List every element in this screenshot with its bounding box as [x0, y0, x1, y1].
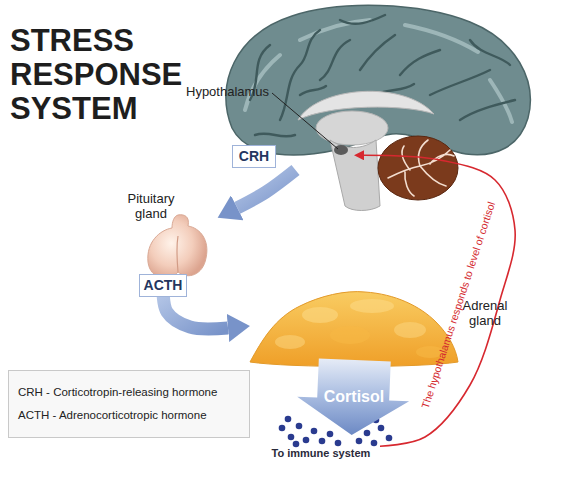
adrenal-texture: [275, 335, 305, 349]
cortisol-dot: [364, 430, 371, 437]
cortisol-dot: [371, 440, 378, 447]
diagram-title: STRESS RESPONSE SYSTEM: [10, 24, 190, 126]
hormone-arrow: [237, 170, 295, 208]
feedback-line: [364, 155, 515, 446]
pituitary-fold: [177, 236, 178, 272]
cortisol-dot: [386, 435, 393, 442]
cortisol-dot: [335, 440, 342, 447]
adrenal-texture: [302, 307, 338, 323]
hormone-label: CRH: [232, 145, 276, 168]
pituitary-shape: [148, 215, 207, 278]
cortisol-dot: [311, 428, 318, 435]
cortisol-dot: [327, 431, 334, 438]
cortisol-dot: [293, 441, 300, 448]
node-label: Pituitary gland: [120, 191, 182, 221]
cortisol-dot: [288, 434, 295, 441]
pituitary-illustration: [148, 215, 207, 278]
cortisol-dot: [296, 423, 303, 430]
leader-line: [272, 93, 338, 149]
cortisol-dot: [303, 437, 310, 444]
cortisol-dot: [356, 438, 363, 445]
cortisol-dot: [279, 425, 286, 432]
node-label: ACTH - Adrenocorticotropic hormone: [18, 408, 246, 422]
abbreviation-box: CRH - Corticotropin-releasing hormoneACT…: [8, 370, 250, 438]
adrenal-illustration: [250, 292, 458, 367]
cortisol-dot: [319, 438, 326, 445]
cerebellum: [378, 136, 458, 200]
cortisol-dot: [378, 425, 385, 432]
cortisol-dot: [373, 417, 380, 424]
immune-dots: [279, 416, 393, 448]
pituitary-gland: Pituitary gland: [118, 190, 218, 285]
cerebellum-branches: [388, 140, 454, 196]
hormone-label: ACTH: [139, 274, 187, 297]
cortisol-arrow: [297, 359, 409, 435]
adrenal-texture: [330, 326, 370, 344]
cerebrum: [226, 5, 530, 155]
brain-illustration: [226, 5, 530, 210]
adrenal-texture: [350, 299, 394, 313]
brainstem: [330, 140, 380, 211]
node-label: CRH - Corticotropin-releasing hormone: [18, 385, 246, 399]
hypothalamus-spot: [334, 145, 348, 155]
adrenal-shape: [250, 292, 458, 367]
hormone-label: Cortisol: [309, 386, 399, 408]
adrenal-texture: [394, 322, 426, 338]
node-label: Hypothalamus: [186, 84, 296, 99]
adrenal-gland: Adrenal gland: [250, 290, 512, 360]
immune-system: To immune system: [262, 435, 380, 463]
cortisol-dot: [285, 416, 292, 423]
brain-folds: [250, 15, 515, 136]
node-label: To immune system: [262, 447, 380, 460]
